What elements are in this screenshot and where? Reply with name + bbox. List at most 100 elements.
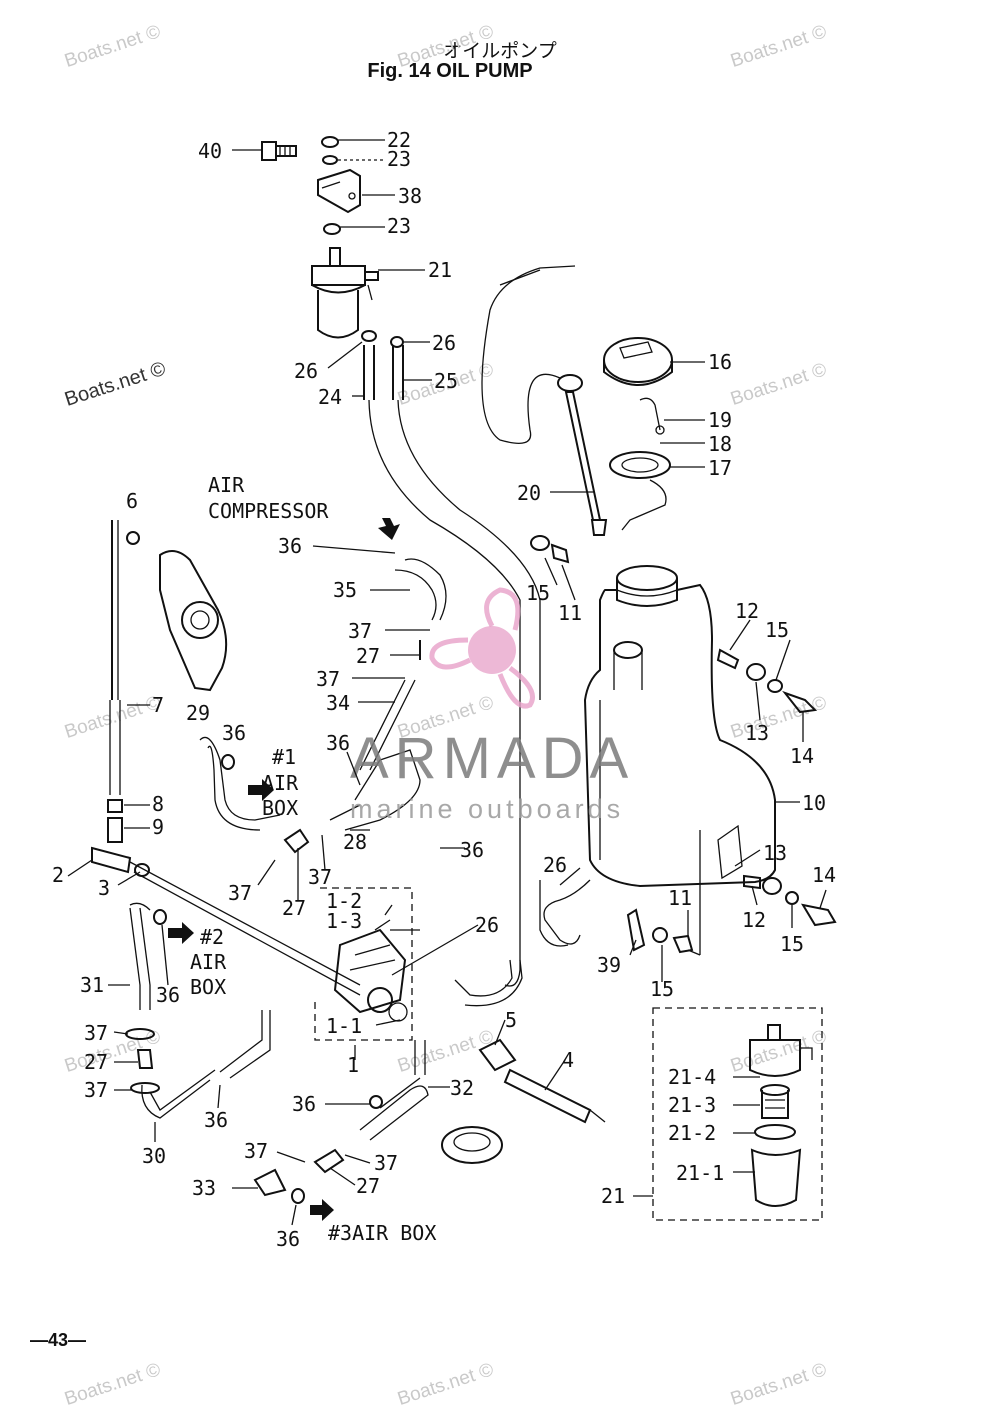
- note-air-box-1: #1: [272, 745, 296, 769]
- callout-20: 20: [517, 481, 541, 505]
- callout-15: 15: [765, 618, 789, 642]
- callout-14: 14: [812, 863, 836, 887]
- part-22-23-nut-washers: [321, 136, 341, 235]
- callout-8: 8: [152, 792, 164, 816]
- callout-37: 37: [228, 881, 252, 905]
- callout-36: 36: [292, 1092, 316, 1116]
- callout-14: 14: [790, 744, 814, 768]
- part-suction-line: [368, 399, 541, 987]
- callout-21: 21: [428, 258, 452, 282]
- brand-tagline: marine outboards: [350, 794, 624, 824]
- note-air-box-1: BOX: [262, 796, 298, 820]
- callout-16: 16: [708, 350, 732, 374]
- callout-5: 5: [505, 1008, 517, 1032]
- arrow-icon: [168, 518, 400, 1221]
- figure-title: Fig. 14 OIL PUMP: [367, 60, 533, 82]
- callout-13: 13: [745, 721, 769, 745]
- callout-26: 26: [294, 359, 318, 383]
- callout-37: 37: [244, 1139, 268, 1163]
- callout-6: 6: [126, 489, 138, 513]
- part-40-bolt: [261, 141, 297, 161]
- callout-29: 29: [186, 701, 210, 725]
- callout-36: 36: [222, 721, 246, 745]
- callout-36: 36: [156, 983, 180, 1007]
- callout-37: 37: [316, 667, 340, 691]
- callout-4: 4: [562, 1048, 574, 1072]
- callout-11: 11: [668, 886, 692, 910]
- callout-9: 9: [152, 815, 164, 839]
- callout-27: 27: [356, 1174, 380, 1198]
- callout-31: 31: [80, 973, 104, 997]
- note-air-box-2: AIR: [190, 950, 227, 974]
- callout-37: 37: [348, 619, 372, 643]
- part-29-hose-airbox-1: [199, 736, 310, 854]
- callout-40: 40: [198, 139, 222, 163]
- callout-26: 26: [543, 853, 567, 877]
- callout-11: 11: [558, 601, 582, 625]
- callout-17: 17: [708, 456, 732, 480]
- callout-32: 32: [450, 1076, 474, 1100]
- leader-lines: [67, 139, 827, 1226]
- brand-name: ARMADA: [350, 726, 634, 791]
- part-6-pump-bracket: [111, 520, 228, 700]
- part-21-filter-exploded-view: [652, 1007, 823, 1221]
- callout-37: 37: [308, 865, 332, 889]
- part-4-5-shaft: [441, 1038, 606, 1164]
- callout-27: 27: [84, 1050, 108, 1074]
- note-air-compressor: COMPRESSOR: [208, 499, 329, 523]
- callout-21-4: 21-4: [668, 1065, 716, 1089]
- callout-21-2: 21-2: [668, 1121, 716, 1145]
- callout-21: 21: [601, 1184, 625, 1208]
- armada-propeller-logo: [429, 587, 535, 709]
- callout-37: 37: [84, 1021, 108, 1045]
- callout-24: 24: [318, 385, 342, 409]
- callout-36: 36: [276, 1227, 300, 1251]
- callout-26: 26: [432, 331, 456, 355]
- callout-1-1: 1-1: [326, 1014, 362, 1038]
- note-air-box-1: AIR: [262, 771, 299, 795]
- callout-7: 7: [152, 693, 164, 717]
- callout-28: 28: [343, 830, 367, 854]
- page-number: —43—: [30, 1330, 87, 1350]
- callout-13: 13: [763, 841, 787, 865]
- callout-19: 19: [708, 408, 732, 432]
- callout-21-1: 21-1: [676, 1161, 724, 1185]
- callout-38: 38: [398, 184, 422, 208]
- callout-37: 37: [84, 1078, 108, 1102]
- callout-labels: 40 22 23 38 23 21 26 26 24 25 16 19 18 1…: [52, 128, 836, 1251]
- callout-15: 15: [526, 581, 550, 605]
- callout-25: 25: [434, 369, 458, 393]
- callout-12: 12: [742, 908, 766, 932]
- callout-30: 30: [142, 1144, 166, 1168]
- note-air-box-3: #3AIR BOX: [328, 1221, 436, 1245]
- note-air-box-2: BOX: [190, 975, 226, 999]
- callout-36: 36: [204, 1108, 228, 1132]
- callout-15: 15: [650, 977, 674, 1001]
- callout-1-2: 1-2: [326, 889, 362, 913]
- part-21-oil-filter: [311, 247, 379, 339]
- callout-37: 37: [374, 1151, 398, 1175]
- callout-33: 33: [192, 1176, 216, 1200]
- part-16-tank-cap: [603, 337, 673, 386]
- callout-35: 35: [333, 578, 357, 602]
- part-10-oil-tank: [583, 565, 776, 888]
- callout-2: 2: [52, 863, 64, 887]
- callout-15: 15: [780, 932, 804, 956]
- callout-39: 39: [597, 953, 621, 977]
- callout-23: 23: [387, 214, 411, 238]
- part-26-tank-hose: [454, 879, 591, 1007]
- part-39-clamp: [626, 908, 646, 952]
- part-11-15-tank-mounting-hardware: [530, 535, 837, 954]
- part-32-hose-airbox-3: [253, 1040, 429, 1204]
- callout-1-3: 1-3: [326, 909, 362, 933]
- callout-27: 27: [282, 896, 306, 920]
- note-air-compressor: AIR: [208, 473, 245, 497]
- callout-34: 34: [326, 691, 350, 715]
- callout-18: 18: [708, 432, 732, 456]
- part-30-31-hose-airbox-2: [125, 902, 271, 1119]
- callout-36: 36: [460, 838, 484, 862]
- callout-27: 27: [356, 644, 380, 668]
- part-2-3-control-link: [91, 846, 361, 996]
- part-17-19-gasket-chain: [609, 397, 671, 531]
